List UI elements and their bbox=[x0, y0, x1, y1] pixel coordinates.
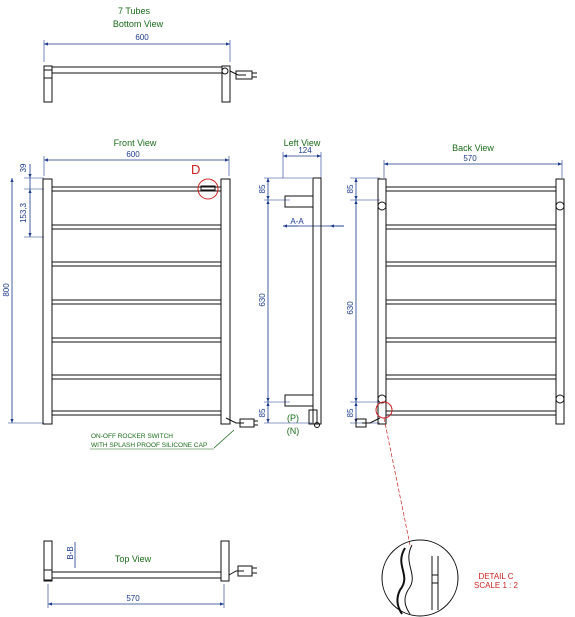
left-view-label: Left View bbox=[284, 138, 321, 148]
front-view: Front View 600 39 153,3 800 D bbox=[2, 138, 258, 450]
switch-note-line-2: WITH SPLASH PROOF SILICONE CAP bbox=[91, 442, 207, 449]
detail-d-label: D bbox=[191, 162, 200, 177]
front-view-label: Front View bbox=[114, 138, 157, 148]
left-top-value: 85 bbox=[258, 184, 267, 193]
section-a-label: A-A bbox=[290, 217, 304, 226]
detail-c-title: DETAIL C bbox=[478, 572, 513, 581]
detail-d-marker bbox=[197, 178, 219, 200]
section-b-label: B-B bbox=[66, 546, 75, 559]
back-top-value: 85 bbox=[346, 184, 355, 193]
front-width-value: 600 bbox=[126, 150, 140, 159]
bottom-width-value: 600 bbox=[135, 33, 149, 42]
back-view: Back View 570 85 630 85 bbox=[346, 143, 565, 546]
back-view-label: Back View bbox=[452, 143, 494, 153]
top-view-label: Top View bbox=[115, 554, 152, 564]
detail-c-leader bbox=[383, 417, 411, 546]
neutral-n-label: (N) bbox=[287, 426, 300, 436]
bottom-view-label: Bottom View bbox=[113, 19, 164, 29]
back-middle-value: 630 bbox=[346, 301, 355, 315]
left-depth-value: 124 bbox=[298, 146, 312, 155]
front-spacing-value: 153,3 bbox=[19, 202, 28, 223]
left-view: Left View 124 85 630 85 A-A (P) (N) bbox=[258, 138, 344, 436]
left-middle-value: 630 bbox=[258, 293, 267, 307]
front-height-value: 800 bbox=[2, 283, 11, 297]
detail-c-view: DETAIL C SCALE 1 : 2 bbox=[381, 539, 519, 617]
front-top-offset-value: 39 bbox=[19, 163, 28, 172]
switch-note-line-1: ON-OFF ROCKER SWITCH bbox=[91, 433, 173, 440]
bottom-view: Bottom View 600 bbox=[43, 19, 257, 103]
switch-leader bbox=[213, 429, 235, 449]
phase-p-label: (P) bbox=[287, 413, 299, 423]
back-width-value: 570 bbox=[463, 154, 477, 163]
detail-c-scale: SCALE 1 : 2 bbox=[474, 581, 519, 590]
drawing-title: 7 Tubes bbox=[118, 6, 151, 16]
top-width-value: 570 bbox=[126, 594, 140, 603]
left-bottom-value: 85 bbox=[258, 408, 267, 417]
top-view: Top View B-B 570 bbox=[43, 540, 257, 608]
back-bottom-value: 85 bbox=[346, 408, 355, 417]
